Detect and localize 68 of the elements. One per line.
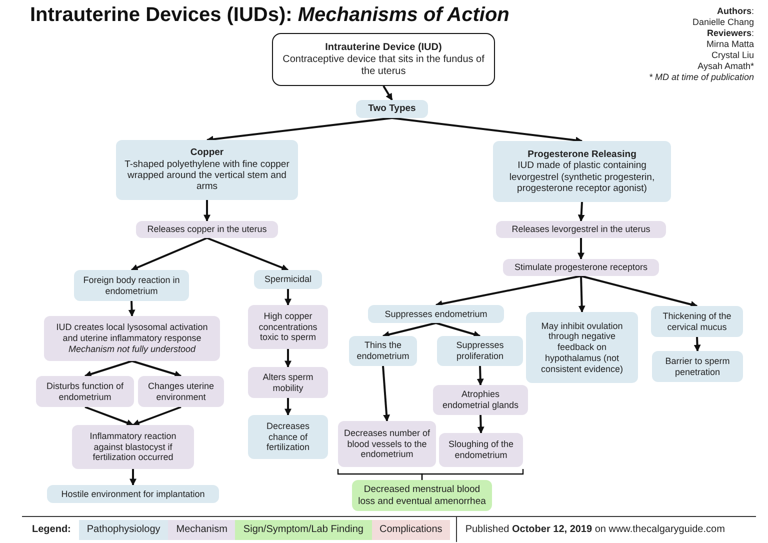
process-box: Inflammatory reaction against blastocyst if fertilization occurred [72, 425, 194, 469]
process-box: Thickening of the cervical mucus [651, 306, 743, 337]
arrow [476, 366, 484, 386]
arrow [436, 322, 481, 338]
arrow [204, 200, 210, 222]
person-name: Danielle Chang [692, 17, 754, 28]
arrow [578, 238, 584, 260]
process-box: High copper concentrations toxic to sperm [248, 305, 328, 349]
process-box: Changes uterine environment [138, 376, 224, 407]
process-box: Thins the endometrium [349, 336, 417, 366]
process-box: Spermicidal [254, 270, 322, 289]
process-box: Suppresses endometrium [368, 305, 504, 323]
arrow [578, 276, 586, 313]
legend-item: Sign/Symptom/Lab Finding [235, 520, 372, 540]
legend-item: Pathophysiology [78, 520, 168, 540]
arrow [477, 414, 484, 434]
arrow [580, 275, 698, 308]
process-box: Hostile environment for implantation [47, 485, 219, 503]
arrow [206, 117, 392, 143]
process-box: Suppresses proliferation [437, 336, 523, 366]
person-name: Mirna Matta [706, 39, 754, 50]
arrow [382, 322, 436, 338]
process-box: Barrier to sperm penetration [652, 351, 743, 382]
process-box: Progesterone Releasing IUD made of plastic containing levorgestrel (synthetic progesterin, progesterone receptor agonist) [493, 141, 671, 202]
process-box: Sloughing of the endometrium [439, 433, 523, 467]
process-box: Decreased menstrual blood loss and eventual amenorrhea [352, 480, 492, 511]
process-box: Foreign body reaction in endometrium [74, 270, 189, 301]
process-box: Atrophies endometrial glands [433, 385, 528, 415]
arrow [435, 275, 582, 308]
arrow [694, 336, 701, 352]
arrow [578, 202, 585, 222]
arrow [382, 85, 393, 101]
person-name: Aysah Amath* [698, 61, 754, 72]
arrow [130, 237, 208, 271]
arrow [382, 366, 390, 422]
process-box: Copper T-shaped polyethylene with fine copper wrapped around the vertical stem and arms [116, 140, 298, 200]
arrow [128, 300, 136, 317]
arrow [132, 406, 182, 426]
process-box: Alters sperm mobility [248, 367, 328, 398]
credit-heading: Authors: [716, 6, 754, 17]
legend-heading: Legend: [32, 524, 71, 535]
bracket-line [421, 469, 524, 480]
title: Intrauterine Devices (IUDs): Mechanisms of Action [30, 4, 510, 27]
arrow [130, 469, 136, 486]
arrow [392, 117, 583, 144]
arrow [132, 360, 182, 378]
process-box: Releases levorgestrel in the uterus [496, 221, 666, 238]
legend-item: Complications [372, 520, 450, 540]
arrow [284, 289, 292, 306]
legend-item: Mechanism [168, 520, 236, 540]
arrow [84, 406, 134, 426]
footnote: * MD at time of publication [648, 72, 754, 83]
process-box: May inhibit ovulation through negative feedback on hypothalamus (not consistent evidence) [526, 312, 638, 383]
process-box: Stimulate progesterone receptors [503, 259, 659, 276]
credit-heading: Reviewers: [706, 28, 754, 39]
arrow [84, 360, 132, 378]
process-box: Two Types [356, 100, 428, 118]
outlined-box: Intrauterine Device (IUD) Contraceptive device that sits in the fundus of the uterus [272, 33, 495, 86]
process-box: Releases copper in the uterus [136, 221, 278, 238]
process-box: IUD creates local lysosomal activation and uterine inflammatory response Mechanism not fully understood [44, 316, 220, 361]
process-box: Disturbs function of endometrium [36, 376, 134, 407]
process-box: Decreases chance of fertilization [248, 415, 328, 459]
process-box: Decreases number of blood vessels to the endometrium [338, 421, 436, 467]
arrow [284, 349, 292, 368]
person-name: Crystal Liu [711, 50, 754, 61]
publication-note: Published October 12, 2019 on www.thecalgaryguide.com [465, 524, 725, 535]
arrow [284, 398, 292, 416]
arrow [206, 237, 289, 271]
